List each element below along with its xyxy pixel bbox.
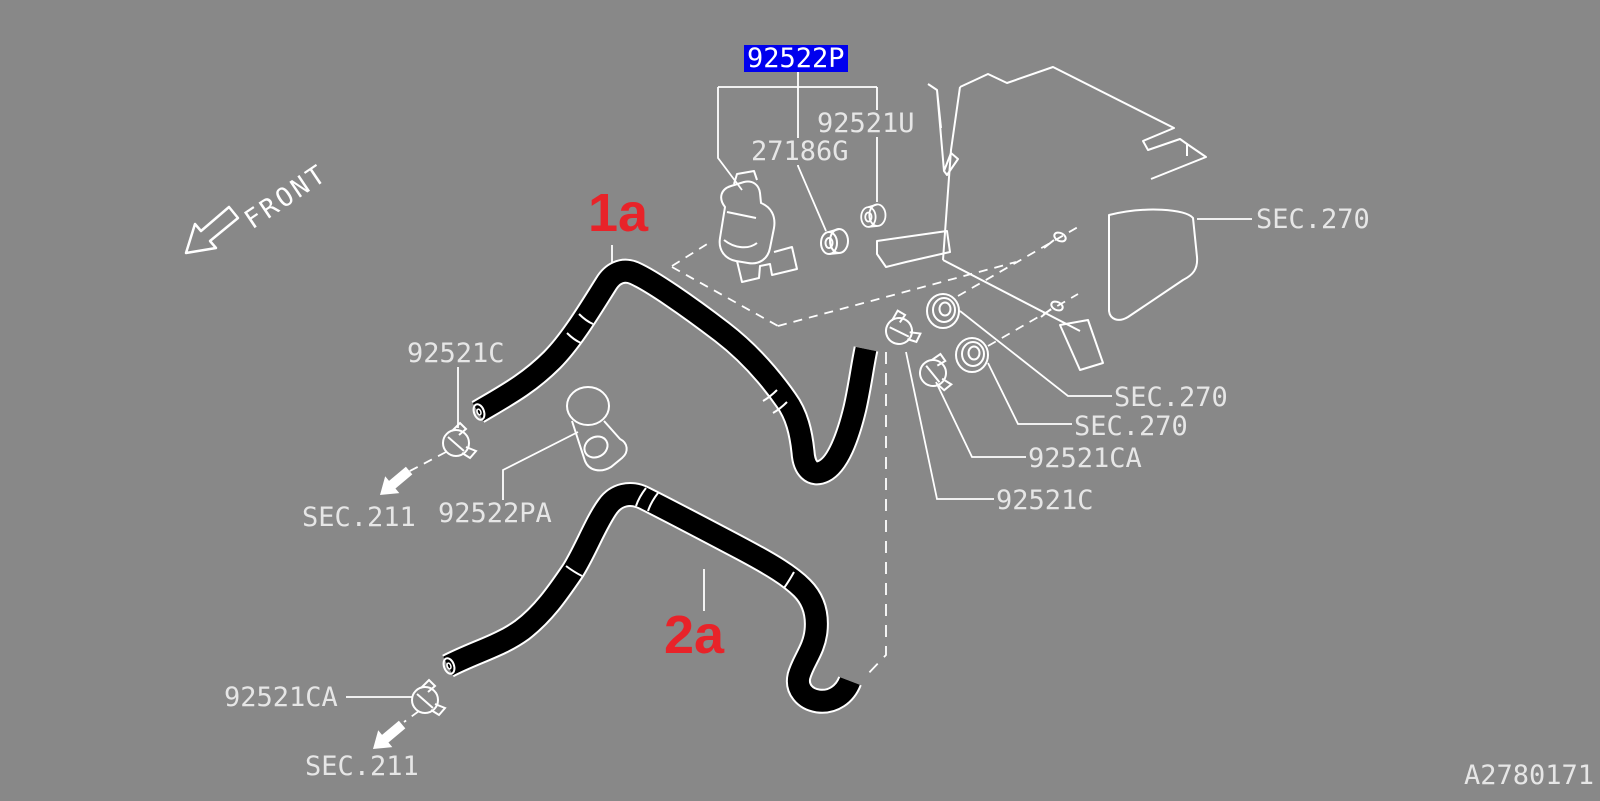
heater-unit-drawing <box>876 66 1207 371</box>
part-label-92522pa[interactable]: 92522PA <box>438 498 552 529</box>
callout-marker-2a: 2a <box>664 605 725 665</box>
section-ref-211-lower[interactable]: SEC.211 <box>305 751 419 782</box>
part-label-92521c-right[interactable]: 92521C <box>996 485 1094 516</box>
pipe-grommet-drawing <box>820 203 887 255</box>
heater-hose-1-drawing <box>471 258 879 486</box>
section-ref-211-upper[interactable]: SEC.211 <box>302 502 416 533</box>
part-label-92521u[interactable]: 92521U <box>817 108 915 139</box>
drawing-id: A2780171 <box>1464 760 1595 791</box>
hose-connector-drawing <box>566 386 628 472</box>
part-label-92522p-selected[interactable]: 92522P <box>744 45 848 72</box>
firewall-dashed-outline <box>403 226 1079 723</box>
section-ref-270-lower[interactable]: SEC.270 <box>1074 411 1188 442</box>
part-label-92521ca-right[interactable]: 92521CA <box>1028 443 1142 474</box>
grommet-drawing <box>926 293 989 373</box>
part-label-92521c-left[interactable]: 92521C <box>407 338 505 369</box>
section-ref-270-unit[interactable]: SEC.270 <box>1256 204 1370 235</box>
sec211-arrow-icon <box>373 720 406 749</box>
heater-hose-2-drawing <box>442 482 862 714</box>
callout-marker-1a: 1a <box>588 183 649 243</box>
front-arrow-icon <box>184 205 240 255</box>
hose-clamp-drawing <box>411 309 954 717</box>
part-label-27186g[interactable]: 27186G <box>751 136 849 167</box>
sec211-arrow-icon <box>380 466 413 495</box>
water-valve-drawing <box>718 170 798 283</box>
part-label-92521ca-left[interactable]: 92521CA <box>224 682 338 713</box>
section-ref-270-mid[interactable]: SEC.270 <box>1114 382 1228 413</box>
leader-lines <box>346 71 1252 698</box>
